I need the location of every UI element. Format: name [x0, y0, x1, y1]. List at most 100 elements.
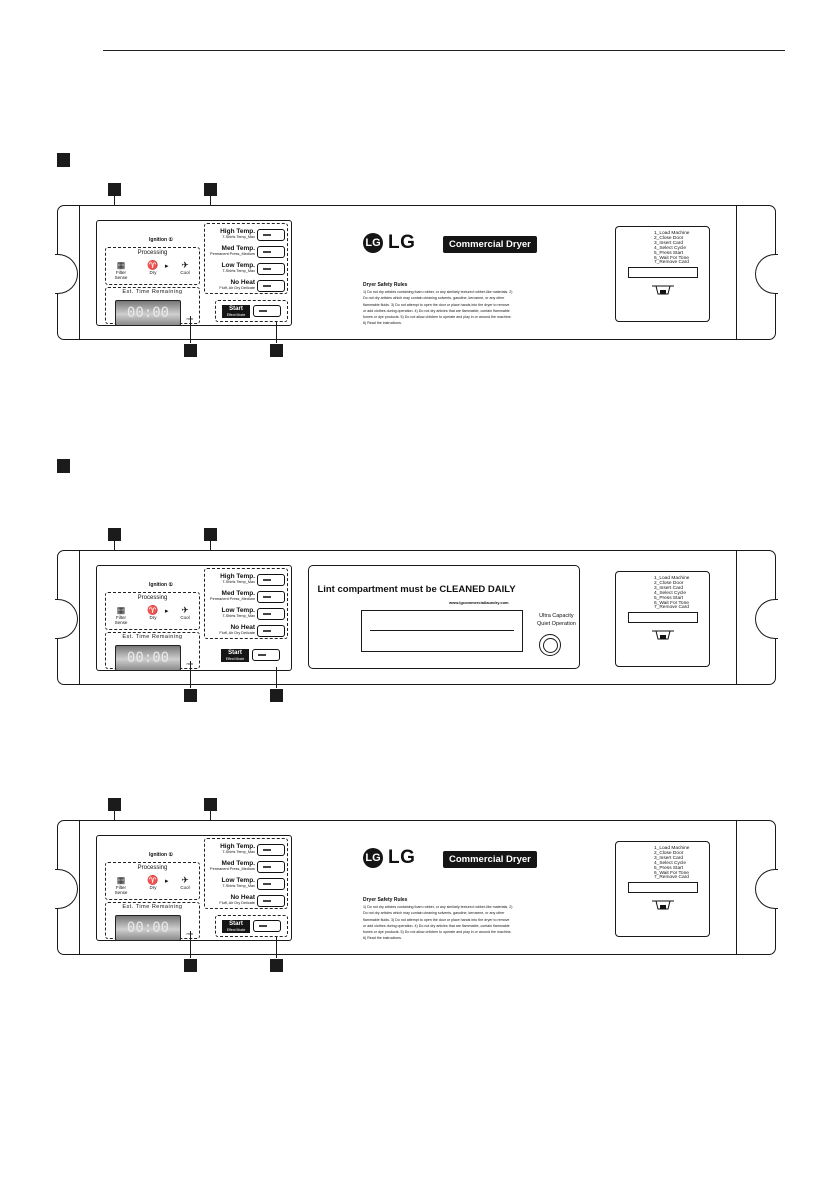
- card-slot[interactable]: [628, 267, 698, 278]
- high-temp-button[interactable]: [257, 844, 285, 856]
- high-temp-button[interactable]: [257, 574, 285, 586]
- temperature-group: High Temp.T-Shirts Temp_Max Med Temp.Per…: [204, 838, 288, 909]
- panel-notch: [55, 254, 78, 294]
- cool-icon: ✈: [181, 260, 189, 270]
- card-slot[interactable]: [628, 882, 698, 893]
- card-slot[interactable]: [628, 612, 698, 623]
- med-temp-label: Med Temp.Permanent Press_Medium: [210, 245, 255, 256]
- time-lcd: 00:00: [115, 915, 181, 941]
- time-display-title: Est. Time Remaining: [122, 634, 183, 640]
- control-section: Ignition ① Processing ▦Filter Sense ♈Dry…: [96, 835, 292, 941]
- callout-line: [276, 937, 277, 958]
- time-unit: min: [187, 931, 193, 936]
- start-button[interactable]: [253, 920, 281, 932]
- panel-end-line: [79, 206, 80, 339]
- med-temp-button[interactable]: [257, 246, 285, 258]
- processing-group: Processing ▦Filter Sense ♈Dry ▸ ✈Cool: [105, 247, 200, 285]
- card-steps: 1_Load Machine 2_Close Door 3_Insert Car…: [654, 231, 690, 266]
- product-badge: Commercial Dryer: [443, 851, 537, 868]
- time-display-title: Est. Time Remaining: [122, 904, 183, 910]
- panel-notch: [755, 599, 778, 639]
- filter-sense-indicator: ▦Filter Sense: [110, 875, 132, 895]
- card-reader: 1_Load Machine 2_Close Door 3_Insert Car…: [615, 841, 710, 937]
- control-panel: Ignition ① Processing ▦Filter Sense ♈Dry…: [55, 820, 778, 955]
- control-panel: Ignition ① Processing ▦Filter Sense ♈Dry…: [55, 205, 778, 340]
- callout-marker: [108, 528, 121, 541]
- panel-notch: [55, 869, 78, 909]
- lint-slot: [361, 610, 523, 652]
- callout-marker: [184, 689, 197, 702]
- callout-marker: [204, 183, 217, 196]
- lint-panel: Lint compartment must be CLEANED DAILY w…: [308, 565, 580, 669]
- control-section: Ignition ① Processing ▦Filter Sense ♈Dry…: [96, 565, 292, 671]
- shirt-icon: ♈: [147, 875, 159, 885]
- arrow-icon: ▸: [165, 878, 169, 885]
- card-reader: 1_Load Machine 2_Close Door 3_Insert Car…: [615, 226, 710, 322]
- high-temp-button[interactable]: [257, 229, 285, 241]
- low-temp-button[interactable]: [257, 878, 285, 890]
- header-rule: [103, 50, 785, 51]
- lg-logo-icon: LG: [363, 848, 383, 868]
- time-lcd: 00:00: [115, 645, 181, 671]
- processing-title: Processing: [137, 865, 168, 871]
- start-button[interactable]: [252, 649, 280, 661]
- lint-title: Lint compartment must be CLEANED DAILY: [317, 584, 516, 595]
- panel-end-line: [736, 551, 737, 684]
- section-marker-1: [57, 153, 70, 167]
- filter-icon: ▦: [116, 260, 126, 270]
- ignition-label: Ignition ①: [149, 852, 173, 858]
- time-display-title: Est. Time Remaining: [122, 289, 183, 295]
- control-section: Ignition ① Processing ▦Filter Sense ♈Dry…: [96, 220, 292, 326]
- safety-title: Dryer Safety Rules: [363, 282, 408, 288]
- callout-line: [276, 667, 277, 688]
- callout-marker: [204, 798, 217, 811]
- processing-group: Processing ▦Filter Sense ♈Dry ▸ ✈Cool: [105, 862, 200, 900]
- no-heat-button[interactable]: [257, 895, 285, 907]
- low-temp-label: Low Temp.T-Shirts Temp_Max: [221, 607, 255, 618]
- no-heat-button[interactable]: [257, 280, 285, 292]
- panel-end-line: [79, 551, 80, 684]
- ignition-label: Ignition ①: [149, 582, 173, 588]
- time-lcd: 00:00: [115, 300, 181, 326]
- med-temp-label: Med Temp.Permanent Press_Medium: [210, 860, 255, 871]
- time-display-group: Est. Time Remaining 00:00 min: [105, 632, 200, 671]
- panel-notch: [755, 869, 778, 909]
- callout-marker: [270, 959, 283, 972]
- cool-indicator: ✈Cool: [174, 605, 196, 620]
- low-temp-button[interactable]: [257, 263, 285, 275]
- low-temp-label: Low Temp.T-Shirts Temp_Max: [221, 262, 255, 273]
- low-temp-button[interactable]: [257, 608, 285, 620]
- filter-sense-indicator: ▦Filter Sense: [110, 605, 132, 625]
- cool-indicator: ✈Cool: [174, 875, 196, 890]
- med-temp-label: Med Temp.Permanent Press_Medium: [210, 590, 255, 601]
- callout-marker: [270, 344, 283, 357]
- cool-indicator: ✈Cool: [174, 260, 196, 275]
- time-unit: min: [187, 661, 193, 666]
- section-marker-2: [57, 459, 70, 473]
- callout-line: [190, 931, 191, 958]
- lint-url: www.lgcommerciallaundry.com: [449, 600, 509, 605]
- cool-icon: ✈: [181, 875, 189, 885]
- safety-title: Dryer Safety Rules: [363, 897, 408, 903]
- callout-marker: [108, 183, 121, 196]
- dry-indicator: ♈Dry: [142, 875, 164, 890]
- control-knob[interactable]: [539, 634, 561, 656]
- filter-icon: ▦: [116, 875, 126, 885]
- time-unit: min: [187, 316, 193, 321]
- med-temp-button[interactable]: [257, 861, 285, 873]
- start-button[interactable]: [253, 305, 281, 317]
- time-display-group: Est. Time Remaining 00:00 min: [105, 902, 200, 941]
- no-heat-button[interactable]: [257, 625, 285, 637]
- panel-notch: [55, 599, 78, 639]
- med-temp-button[interactable]: [257, 591, 285, 603]
- ignition-label: Ignition ①: [149, 237, 173, 243]
- product-badge: Commercial Dryer: [443, 236, 537, 253]
- callout-marker: [108, 798, 121, 811]
- card-insert-icon: [652, 630, 674, 640]
- processing-group: Processing ▦Filter Sense ♈Dry ▸ ✈Cool: [105, 592, 200, 630]
